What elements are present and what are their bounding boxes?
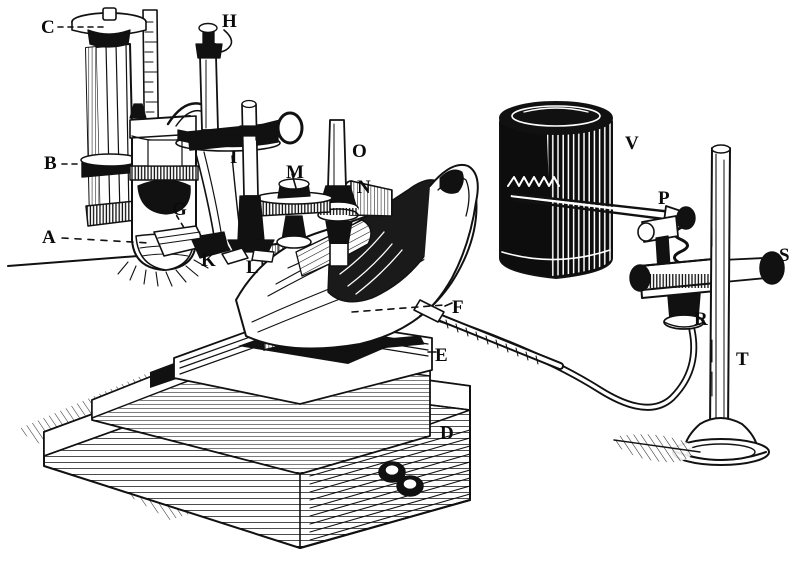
engraving-plate (7, 7, 785, 549)
engraving-figure: C H B I O V M N P G A S K L F R T E D (7, 7, 790, 549)
